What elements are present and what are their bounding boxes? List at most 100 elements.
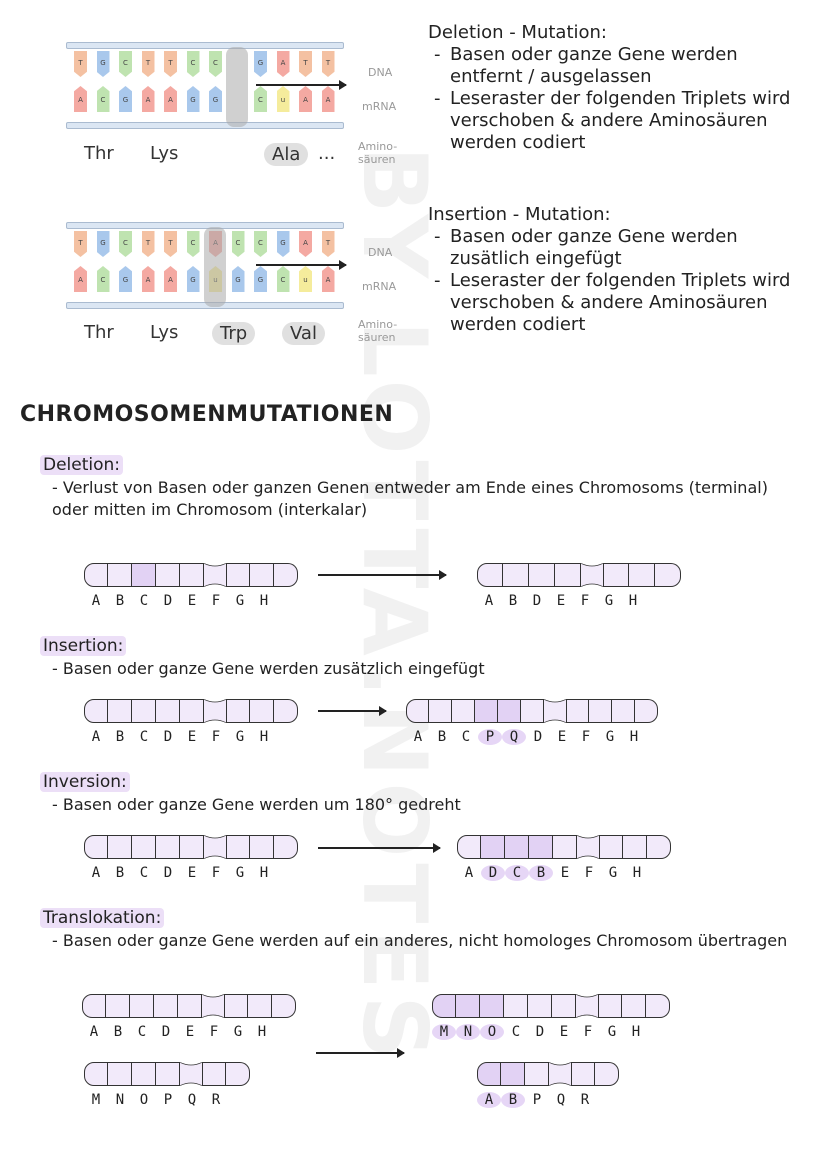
dna-base: T <box>141 231 155 257</box>
label-amino-2: Amino- säuren <box>358 318 398 344</box>
gene-letter: A <box>464 865 474 881</box>
chromosome-segment <box>566 699 589 723</box>
dna-base: T <box>141 51 155 77</box>
gene-letter: H <box>628 593 638 609</box>
insertion-point-2: Leseraster der folgenden Triplets wird v… <box>428 270 813 336</box>
centromere <box>576 994 598 1018</box>
gene-letter: E <box>556 593 566 609</box>
translokation-arrow <box>316 1048 405 1057</box>
gene-letter: D <box>161 1024 171 1040</box>
gene-letter: B <box>115 729 125 745</box>
mrna-base: A <box>321 266 335 292</box>
label-mrna-1: mRNA <box>362 100 397 113</box>
chromosome-segment <box>475 699 498 723</box>
mrna-base: A <box>74 86 87 112</box>
mrna-base: G <box>231 266 245 292</box>
chrom-inversion-title: Inversion: <box>40 772 130 792</box>
gene-letter: N <box>115 1092 125 1108</box>
dna-base: T <box>74 51 87 77</box>
chromosome-segment <box>248 994 272 1018</box>
dna-base: T <box>164 231 177 257</box>
mrna-base: G <box>186 266 200 292</box>
gene-letter: A <box>91 865 101 881</box>
chromosome-segment <box>84 563 108 587</box>
dna-base: C <box>119 231 132 257</box>
chromosome-segment <box>226 835 250 859</box>
chromosome-segment <box>521 699 544 723</box>
chromosome-deletion-after <box>477 563 681 587</box>
gene-letter: D <box>481 865 505 881</box>
deletion-mutation-title: Deletion - Mutation: <box>428 22 607 43</box>
chromosome-segment <box>274 699 298 723</box>
gene-letter: G <box>233 1024 243 1040</box>
chromosome-segment <box>132 563 156 587</box>
gene-letter: O <box>139 1092 149 1108</box>
amino-thr-2: Thr <box>84 322 114 343</box>
reading-direction-arrow <box>256 80 347 90</box>
amino-ala-1: Ala <box>264 143 309 166</box>
chromosome-segment <box>612 699 635 723</box>
chromosome-segment <box>622 994 646 1018</box>
chromosome-translokation-before-1 <box>82 994 296 1018</box>
mrna-base: C <box>96 86 110 112</box>
gene-letter: D <box>535 1024 545 1040</box>
dna-base: T <box>299 51 312 77</box>
centromere <box>577 835 599 859</box>
mrna-base: u <box>299 266 312 292</box>
chromosome-insertion-after <box>406 699 658 723</box>
centromere <box>581 563 603 587</box>
chromosome-segment <box>525 1062 549 1086</box>
gene-letter: A <box>484 593 494 609</box>
dna-base: G <box>276 231 290 257</box>
chromosome-segment <box>132 835 156 859</box>
chromosome-segment <box>501 1062 525 1086</box>
gene-letter: C <box>137 1024 147 1040</box>
gene-letter: C <box>139 865 149 881</box>
gene-letter: C <box>139 593 149 609</box>
mrna-base: A <box>164 266 177 292</box>
gene-letter: R <box>580 1092 590 1108</box>
chromosome-segment <box>503 563 529 587</box>
gene-letter: M <box>432 1024 456 1040</box>
reading-direction-arrow <box>256 260 347 270</box>
chromosome-segment <box>156 1062 180 1086</box>
chrom-deletion-desc: - Verlust von Basen oder ganzen Genen en… <box>52 478 768 519</box>
dna-backbone-top <box>66 42 344 49</box>
gene-letter: H <box>259 729 269 745</box>
chromosome-translokation-before-2 <box>84 1062 250 1086</box>
gene-letter: B <box>115 865 125 881</box>
gene-letter: E <box>560 865 570 881</box>
gene-letter: G <box>604 593 614 609</box>
chromosome-segment <box>156 699 180 723</box>
mrna-base: C <box>276 266 290 292</box>
chromosome-translokation-after-2 <box>477 1062 619 1086</box>
deletion-point-1: Basen oder ganze Gene werden entfernt / … <box>428 44 813 88</box>
gene-letter: F <box>580 593 590 609</box>
mrna-base: C <box>254 86 267 112</box>
insertion-mutation-title: Insertion - Mutation: <box>428 204 611 225</box>
mrna-base: u <box>276 86 290 112</box>
chromosome-segment <box>552 994 576 1018</box>
chromosome-segment <box>406 699 429 723</box>
chromosome-segment <box>529 563 555 587</box>
gene-letter: R <box>211 1092 221 1108</box>
gene-letter: F <box>209 1024 219 1040</box>
chrom-insertion-title: Insertion: <box>40 636 127 656</box>
gene-letter: D <box>163 729 173 745</box>
gene-letter: E <box>187 593 197 609</box>
dna-base: A <box>276 51 290 77</box>
chromosome-segment <box>250 699 274 723</box>
dna-base: A <box>299 231 312 257</box>
chromosome-segment <box>553 835 577 859</box>
section-title: CHROMOSOMENMUTATIONEN <box>20 402 394 427</box>
gene-letter: F <box>211 593 221 609</box>
chromosome-inversion-before <box>84 835 298 859</box>
gene-letter: G <box>607 1024 617 1040</box>
chromosome-segment <box>82 994 106 1018</box>
chromosome-segment <box>178 994 202 1018</box>
chromosome-segment <box>505 835 529 859</box>
gene-letter: C <box>461 729 471 745</box>
